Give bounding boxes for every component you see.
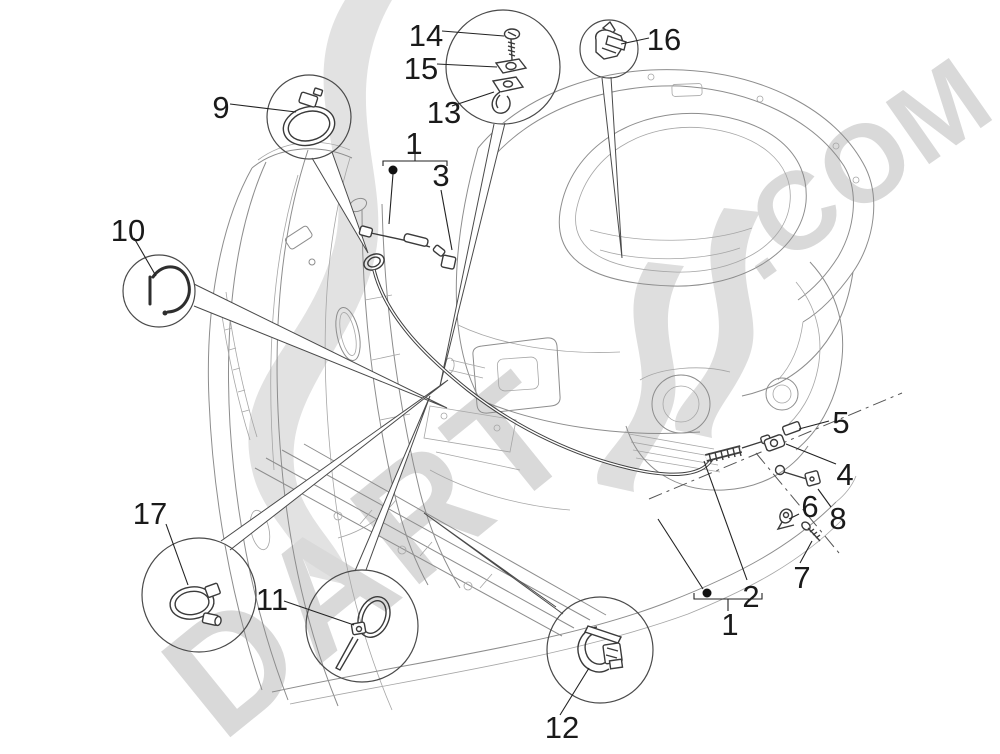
part-label-9: 9 [212, 90, 229, 125]
part-label-5: 5 [832, 405, 849, 440]
scooter-body-drawing [207, 69, 875, 711]
part-label-7: 7 [793, 560, 810, 595]
assembly-axis-line [755, 452, 840, 554]
part-label-17: 17 [133, 496, 167, 531]
detail-circle-10 [122, 254, 196, 328]
part-label-16: 16 [647, 22, 681, 57]
part-11-cable-tie [335, 596, 391, 671]
part-label-10: 10 [111, 213, 145, 248]
part-label-1-bottom: 1 [721, 607, 738, 642]
part-label-1-top: 1 [405, 126, 422, 161]
detail-circle-13-14-15 [445, 9, 561, 125]
reference-dot [702, 588, 712, 598]
watermark-flame-glyph [597, 262, 684, 492]
watermark-suffix: .COM [701, 34, 1000, 304]
watermark-flame-glyph [675, 208, 760, 438]
reference-dot [388, 165, 398, 175]
part-15-clamp-plate [494, 58, 528, 74]
leader-lines [133, 30, 837, 716]
part-10-spring-hook [148, 265, 191, 316]
part-label-8: 8 [829, 501, 846, 536]
detail-circle-17 [141, 537, 257, 653]
part-number-labels: 9 10 14 15 13 16 1 3 5 4 6 8 7 2 1 17 11… [111, 18, 854, 745]
part-7-screw [801, 521, 821, 542]
part-label-6: 6 [801, 489, 818, 524]
detail-circle-12 [546, 596, 654, 704]
part-12-p-clip [577, 625, 624, 673]
part-16-clip [595, 20, 627, 60]
part-label-15: 15 [404, 51, 438, 86]
part-label-14: 14 [409, 18, 443, 53]
part-label-4: 4 [836, 457, 853, 492]
part-13-bracket [491, 76, 525, 114]
part-label-12: 12 [545, 710, 579, 745]
part-9-hose-clamp [282, 87, 336, 147]
detail-circle-11 [305, 569, 419, 683]
watermark-flame-band [248, 0, 392, 586]
callout-pointer-wedges [193, 76, 623, 615]
transmission-cable [358, 225, 772, 477]
part-5-sleeve [781, 421, 802, 436]
part-8-pin [774, 464, 821, 487]
part-label-2: 2 [742, 579, 759, 614]
detail-circle-16 [579, 19, 639, 79]
part-label-3: 3 [432, 158, 449, 193]
part-4-adjuster [763, 434, 786, 452]
detail-circle-9 [266, 74, 352, 160]
watermark-layer: DART .COM [131, 0, 1000, 754]
part-label-13: 13 [427, 95, 461, 130]
part-17-band-clamp [169, 582, 222, 627]
part-14-screw [503, 28, 521, 61]
part-6-clip [776, 508, 795, 531]
part-label-11: 11 [256, 582, 288, 617]
